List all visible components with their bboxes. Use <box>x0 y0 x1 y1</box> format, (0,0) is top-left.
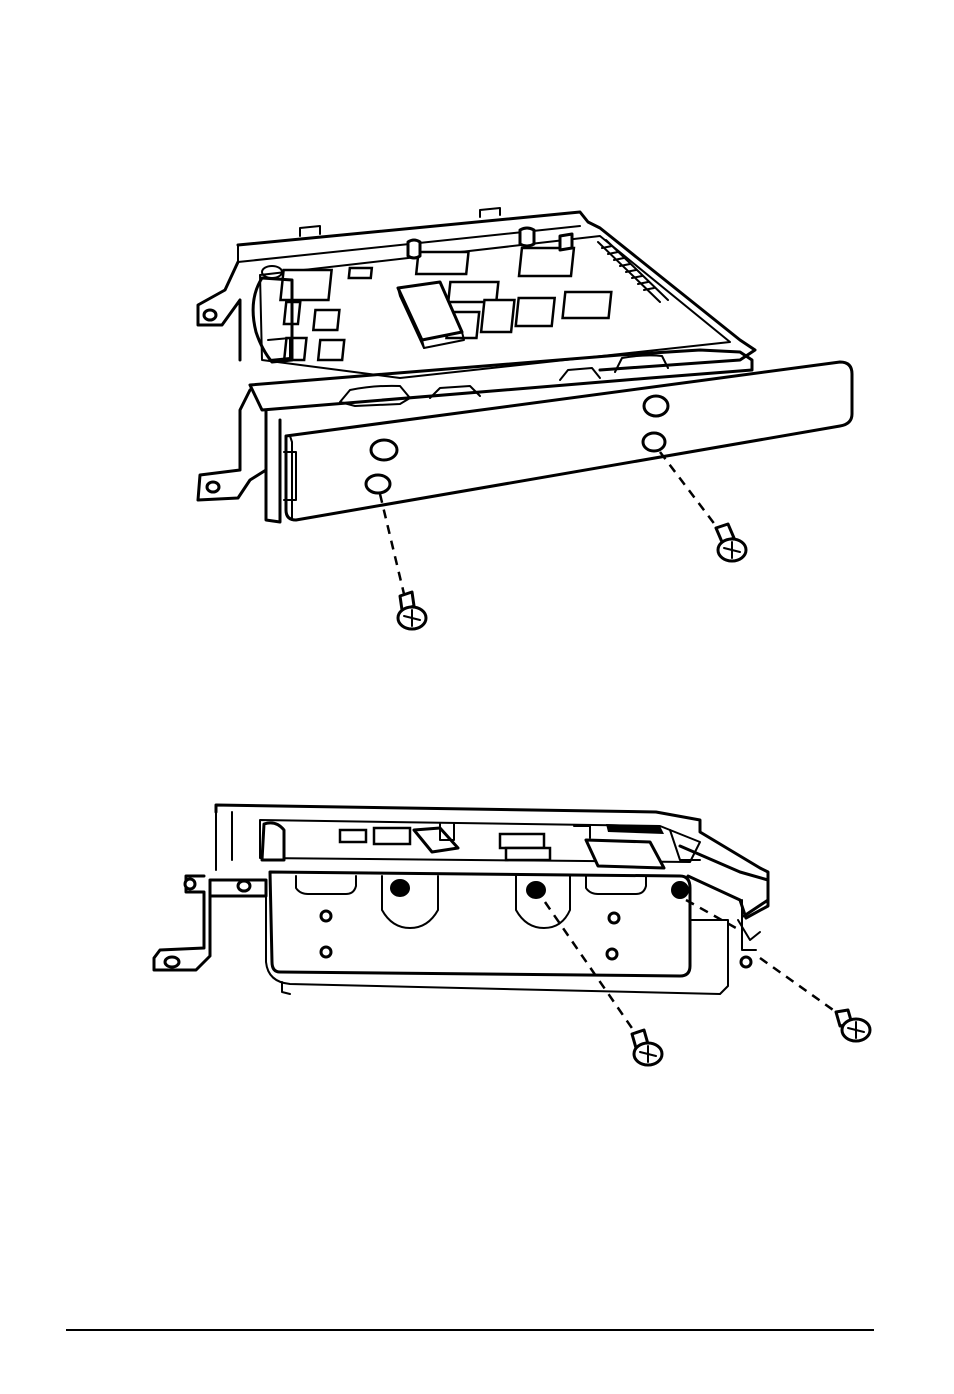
screw-right <box>716 524 746 561</box>
screw-path-right <box>760 958 836 1012</box>
plate-screw-hole-3 <box>672 882 688 898</box>
drive-illustration-top <box>0 180 954 650</box>
bezel-hole-upper-right <box>644 396 668 416</box>
screw-path-left <box>380 494 404 594</box>
tab-hole-front <box>207 482 219 492</box>
screw-right-bracket <box>836 1010 870 1041</box>
board-internals <box>260 820 700 868</box>
tab-hole-rear <box>204 310 216 320</box>
bezel-hole-upper-left <box>371 440 397 460</box>
bezel-screw-hole-right <box>643 433 665 451</box>
figure-bottom-drive-assembly <box>0 790 954 1080</box>
drive-illustration-bottom <box>0 790 954 1080</box>
screw-path-right <box>660 452 716 526</box>
plate-screw-hole-1 <box>391 880 409 896</box>
bezel-screw-hole-left <box>366 475 390 493</box>
plate-screw-hole-2 <box>527 882 545 898</box>
footer-divider <box>66 1329 874 1331</box>
figure-top-drive-assembly <box>0 180 954 650</box>
side-plate <box>270 872 690 976</box>
bracket-hole-lower <box>165 957 179 967</box>
screw-left <box>398 592 426 629</box>
screw-center <box>632 1030 662 1065</box>
bracket-hole-upper <box>238 881 250 891</box>
